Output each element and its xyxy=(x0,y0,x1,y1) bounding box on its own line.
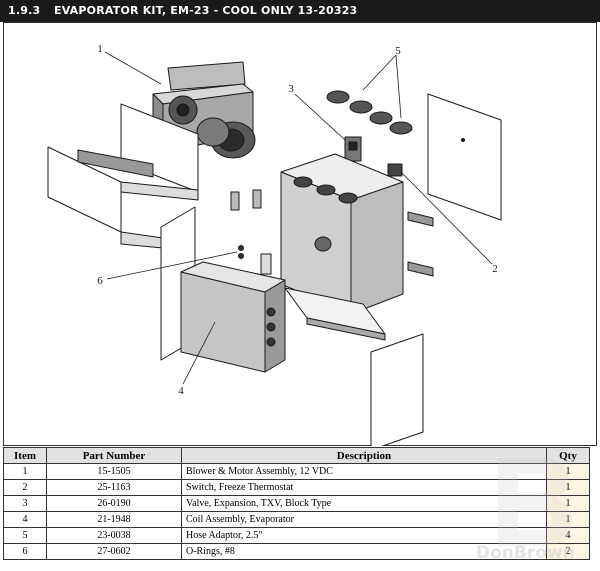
parts-table: Item Part Number Description Qty 1 15-15… xyxy=(3,447,590,560)
coil-assembly xyxy=(180,261,286,373)
part-number-cell: 25-1163 xyxy=(46,479,182,496)
table-row: 2 25-1163 Switch, Freeze Thermostat 1 xyxy=(3,479,590,496)
part-number-cell: 23-0038 xyxy=(46,527,182,544)
col-description: Description xyxy=(181,447,547,464)
part-number-cell: 27-0602 xyxy=(46,543,182,560)
table-row: 5 23-0038 Hose Adaptor, 2.5" 4 xyxy=(3,527,590,544)
item-cell: 1 xyxy=(3,463,47,480)
qty-cell: 1 xyxy=(546,495,590,512)
table-row: 6 27-0602 O-Rings, #8 2 xyxy=(3,543,590,560)
table-header-row: Item Part Number Description Qty xyxy=(3,447,590,464)
item-cell: 3 xyxy=(3,495,47,512)
description-cell: O-Rings, #8 xyxy=(181,543,547,560)
part-number-cell: 21-1948 xyxy=(46,511,182,528)
description-cell: Switch, Freeze Thermostat xyxy=(181,479,547,496)
col-part-number: Part Number xyxy=(46,447,182,464)
description-cell: Valve, Expansion, TXV, Block Type xyxy=(181,495,547,512)
part-number-cell: 15-1505 xyxy=(46,463,182,480)
table-row: 1 15-1505 Blower & Motor Assembly, 12 VD… xyxy=(3,463,590,480)
item-cell: 5 xyxy=(3,527,47,544)
section-number: 1.9.3 xyxy=(8,4,41,17)
rear-cover xyxy=(427,93,502,221)
evaporator-housing xyxy=(280,153,404,315)
table-row: 3 26-0190 Valve, Expansion, TXV, Block T… xyxy=(3,495,590,512)
exploded-diagram: 1 2 3 4 5 6 xyxy=(3,22,597,446)
expansion-valve xyxy=(344,136,362,162)
qty-cell: 1 xyxy=(546,511,590,528)
section-header: 1.9.3 EVAPORATOR KIT, EM-23 - COOL ONLY … xyxy=(0,0,600,22)
description-cell: Hose Adaptor, 2.5" xyxy=(181,527,547,544)
freeze-thermostat xyxy=(387,163,403,177)
qty-cell: 1 xyxy=(546,479,590,496)
item-cell: 2 xyxy=(3,479,47,496)
section-title: EVAPORATOR KIT, EM-23 - COOL ONLY 13-203… xyxy=(54,4,358,17)
o-rings xyxy=(238,245,244,259)
item-cell: 4 xyxy=(3,511,47,528)
description-cell: Blower & Motor Assembly, 12 VDC xyxy=(181,463,547,480)
col-item: Item xyxy=(3,447,47,464)
table-row: 4 21-1948 Coil Assembly, Evaporator 1 xyxy=(3,511,590,528)
col-qty: Qty xyxy=(546,447,590,464)
qty-cell: 2 xyxy=(546,543,590,560)
hose-adaptors xyxy=(326,90,413,135)
callout-6: 6 xyxy=(97,275,103,287)
callout-5: 5 xyxy=(395,45,401,57)
callout-3: 3 xyxy=(288,83,294,95)
callout-1: 1 xyxy=(97,43,103,55)
mounting-brackets xyxy=(230,189,434,277)
item-cell: 6 xyxy=(3,543,47,560)
callout-4: 4 xyxy=(178,385,184,397)
qty-cell: 1 xyxy=(546,463,590,480)
bottom-cover xyxy=(370,333,424,446)
description-cell: Coil Assembly, Evaporator xyxy=(181,511,547,528)
callout-2: 2 xyxy=(492,263,498,275)
leader-lines xyxy=(104,51,493,385)
qty-cell: 4 xyxy=(546,527,590,544)
part-number-cell: 26-0190 xyxy=(46,495,182,512)
